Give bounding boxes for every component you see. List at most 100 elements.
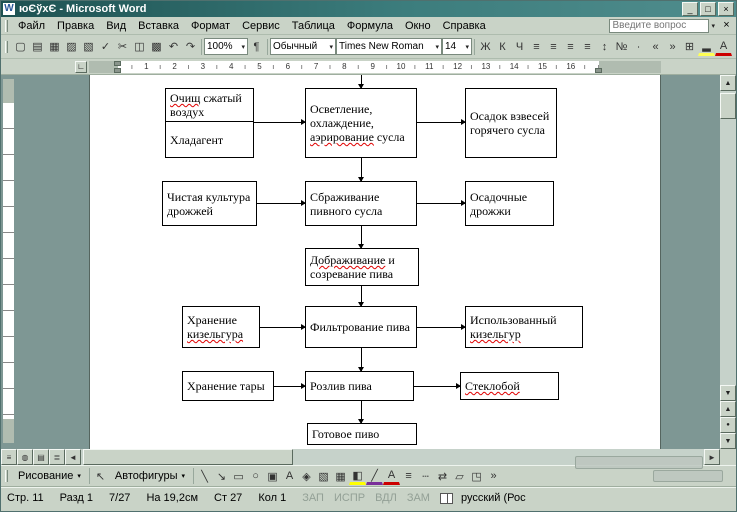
shadow-style-button[interactable]: ▱	[451, 467, 468, 485]
indent-marker-right[interactable]	[595, 68, 602, 73]
new-document-button[interactable]: ▢	[12, 38, 29, 56]
font-select[interactable]: Times New Roman▾	[336, 38, 442, 55]
dash-style-button[interactable]: ┄	[417, 467, 434, 485]
tab-selector-button[interactable]: ∟	[75, 61, 87, 73]
bold-button[interactable]: Ж	[477, 38, 494, 56]
toolbar-grip[interactable]	[5, 40, 8, 53]
flowchart-connector[interactable]	[358, 158, 364, 182]
rectangle-button[interactable]: ▭	[230, 467, 247, 485]
flowchart-connector[interactable]	[358, 348, 364, 372]
flowchart-box-bottling[interactable]: Розлив пива	[305, 371, 414, 401]
show-hide-paragraph-button[interactable]: ¶	[248, 38, 265, 56]
flowchart-box-glass-waste[interactable]: Стеклобой	[460, 372, 559, 400]
menu-item[interactable]: Файл	[18, 19, 46, 32]
menu-item[interactable]: Сервис	[242, 19, 280, 32]
flowchart-connector[interactable]	[417, 119, 466, 125]
diagram-button[interactable]: ◈	[298, 467, 315, 485]
flowchart-box-yeast-culture[interactable]: Чистая культура дрожжей	[162, 181, 257, 226]
flowchart-box-used-kieselguhr[interactable]: Использованный кизельгур	[465, 306, 583, 348]
status-language[interactable]: русский (Рос	[460, 492, 526, 504]
bullet-list-button[interactable]: ∙	[630, 38, 647, 56]
question-dropdown-icon[interactable]: ▾	[711, 22, 715, 30]
minimize-button[interactable]: _	[682, 2, 698, 16]
horizontal-scrollbar[interactable]: ≡ ◍ ▤ ≣ ◄ ►	[1, 449, 736, 465]
wordart-button[interactable]: А	[281, 467, 298, 485]
arrow-button[interactable]: ↘	[213, 467, 230, 485]
undo-button[interactable]: ↶	[165, 38, 182, 56]
arrow-style-button[interactable]: ⇄	[434, 467, 451, 485]
drawbar-overflow-button[interactable]: »	[485, 467, 502, 485]
text-box-button[interactable]: ▣	[264, 467, 281, 485]
close-document-button[interactable]: ×	[719, 19, 734, 33]
flowchart-box-hot-wort-sediment[interactable]: Осадок взвесей горячего сусла	[465, 88, 557, 158]
status-toggle[interactable]: ИСПР	[333, 492, 366, 504]
menu-item[interactable]: Окно	[405, 19, 431, 32]
flowchart-box-fermentation[interactable]: Сбраживание пивного сусла	[305, 181, 417, 226]
underline-button[interactable]: Ч	[511, 38, 528, 56]
style-select[interactable]: Обычный▾	[270, 38, 336, 55]
font-color-button[interactable]: А	[715, 38, 732, 56]
copy-button[interactable]: ◫	[131, 38, 148, 56]
menu-item[interactable]: Вид	[106, 19, 127, 32]
menu-item[interactable]: Формат	[191, 19, 231, 32]
clip-art-button[interactable]: ▧	[315, 467, 332, 485]
status-toggle[interactable]: ЗАМ	[406, 492, 430, 504]
print-button[interactable]: ▨	[63, 38, 80, 56]
scroll-up-button[interactable]: ▲	[720, 75, 736, 91]
flowchart-box-container-storage[interactable]: Хранение тары	[182, 371, 274, 401]
document-page[interactable]: Очищ сжатый воздух Хладагент Осветление,…	[89, 75, 661, 449]
line-button[interactable]: ╲	[196, 467, 213, 485]
select-objects-button[interactable]: ↖	[92, 467, 109, 485]
view-normal-button[interactable]: ≡	[1, 449, 17, 465]
flowchart-box-finished-beer[interactable]: Готовое пиво	[307, 423, 417, 445]
menu-item[interactable]: Правка	[57, 19, 95, 32]
vertical-scroll-thumb[interactable]	[720, 93, 736, 119]
line-color-button[interactable]: ╱	[366, 467, 384, 485]
flowchart-connector[interactable]	[417, 324, 466, 330]
toolbar-overflow-button[interactable]: »	[732, 38, 736, 56]
browse-select-button[interactable]: ●	[720, 417, 736, 433]
flowchart-connector[interactable]	[260, 324, 306, 330]
flowchart-connector[interactable]	[417, 200, 466, 206]
view-web-button[interactable]: ◍	[17, 449, 33, 465]
horizontal-scroll-track[interactable]	[81, 449, 704, 465]
scroll-down-button[interactable]: ▼	[720, 385, 736, 401]
view-print-layout-button[interactable]: ▤	[33, 449, 49, 465]
ask-question-input[interactable]	[609, 18, 710, 33]
status-toggle[interactable]: ЗАП	[302, 492, 324, 504]
menu-item[interactable]: Справка	[442, 19, 486, 32]
zoom-select[interactable]: 100%▾	[204, 38, 248, 55]
cut-button[interactable]: ✂	[114, 38, 131, 56]
flowchart-connector[interactable]	[254, 119, 306, 125]
insert-picture-button[interactable]: ▦	[332, 467, 349, 485]
close-button[interactable]: ×	[718, 2, 734, 16]
font-color-button-draw[interactable]: А	[383, 467, 401, 485]
flowchart-connector[interactable]	[358, 401, 364, 424]
menu-item[interactable]: Формула	[346, 19, 393, 32]
flowchart-box-clarification[interactable]: Осветление, охлаждение, аэрирование сусл…	[305, 88, 417, 158]
justify-button[interactable]: ≡	[579, 38, 596, 56]
indent-marker-left[interactable]	[114, 68, 121, 73]
spelling-status-icon[interactable]	[439, 492, 453, 504]
browse-previous-button[interactable]: ▲	[720, 401, 736, 417]
scroll-left-button[interactable]: ◄	[65, 449, 81, 465]
font-size-select[interactable]: 14▾	[442, 38, 472, 55]
vertical-scrollbar[interactable]: ▲ ▼ ▲ ● ▼	[720, 75, 736, 449]
fill-color-button[interactable]: ◧	[349, 467, 367, 485]
browse-next-button[interactable]: ▼	[720, 433, 736, 449]
flowchart-connector[interactable]	[358, 286, 364, 307]
line-style-button[interactable]: ≡	[400, 467, 417, 485]
maximize-button[interactable]: □	[700, 2, 716, 16]
highlight-button[interactable]: ▂	[698, 38, 715, 56]
drawing-menu-button[interactable]: Рисование▾	[12, 467, 87, 485]
toolbar-grip[interactable]	[5, 19, 8, 32]
flowchart-box-maturation[interactable]: Дображивание и созревание пива	[305, 248, 419, 286]
line-spacing-button[interactable]: ↕	[596, 38, 613, 56]
flowchart-connector[interactable]	[274, 383, 306, 389]
view-outline-button[interactable]: ≣	[49, 449, 65, 465]
flowchart-connector[interactable]	[257, 200, 306, 206]
scroll-right-button[interactable]: ►	[704, 449, 720, 465]
spelling-button[interactable]: ✓	[97, 38, 114, 56]
print-preview-button[interactable]: ▧	[80, 38, 97, 56]
